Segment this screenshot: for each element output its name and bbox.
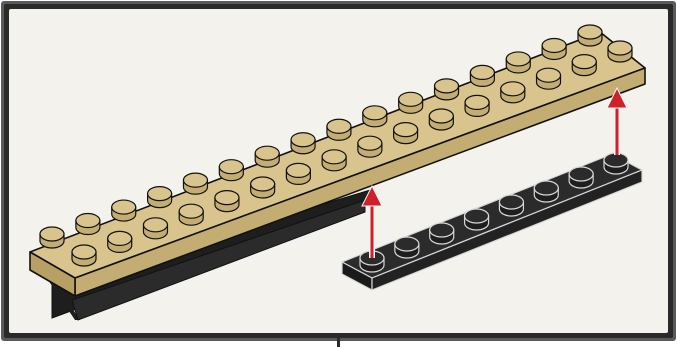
tan-stud: [506, 52, 530, 73]
tan-stud: [40, 227, 64, 248]
tan-stud: [470, 65, 494, 86]
black-stud: [465, 209, 489, 230]
tan-stud: [322, 150, 346, 171]
tan-stud: [143, 218, 167, 239]
tan-stud: [465, 95, 489, 116]
black-stud: [395, 237, 419, 258]
tan-stud: [108, 231, 132, 252]
tan-stud: [394, 123, 418, 144]
tan-stud: [286, 163, 310, 184]
tan-stud: [608, 41, 632, 62]
tan-stud: [183, 173, 207, 194]
tan-stud: [72, 245, 96, 266]
panel-tick: [337, 338, 340, 347]
black-stud: [499, 195, 523, 216]
tan-stud: [148, 187, 172, 208]
tan-stud: [255, 146, 279, 167]
black-stud: [569, 167, 593, 188]
tan-stud: [363, 106, 387, 127]
tan-stud: [76, 214, 100, 235]
tan-stud: [429, 109, 453, 130]
tan-stud: [112, 200, 136, 221]
tan-stud: [578, 25, 602, 46]
tan-stud: [179, 204, 203, 225]
tan-stud: [291, 133, 315, 154]
tan-stud: [537, 68, 561, 89]
black-stud: [604, 153, 628, 174]
tan-stud: [572, 55, 596, 76]
tan-stud: [501, 82, 525, 103]
tan-stud: [358, 136, 382, 157]
black-stud: [534, 181, 558, 202]
black-stud: [430, 223, 454, 244]
tan-stud: [399, 92, 423, 113]
tan-stud: [542, 38, 566, 59]
tan-stud: [435, 79, 459, 100]
tan-stud: [215, 191, 239, 212]
tan-stud: [327, 119, 351, 140]
tan-stud: [251, 177, 275, 198]
tan-stud: [219, 160, 243, 181]
